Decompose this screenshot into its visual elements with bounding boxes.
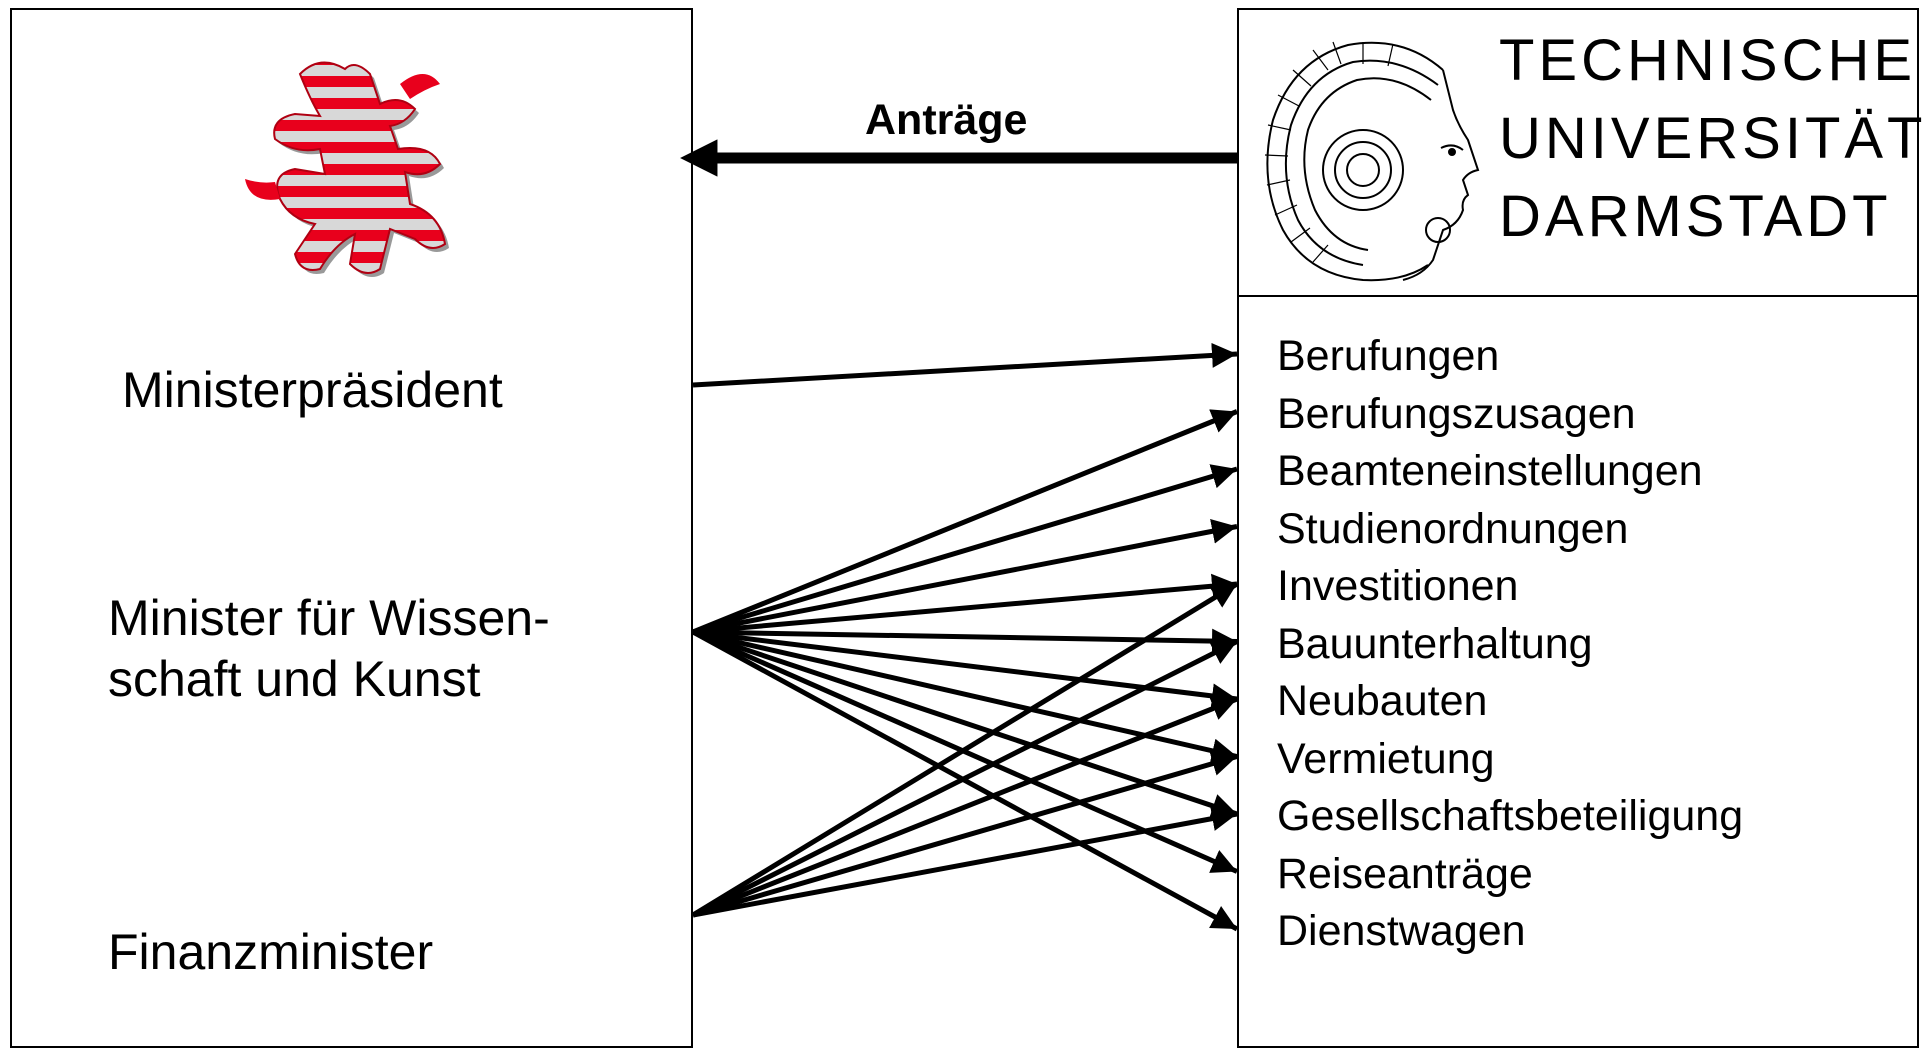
role-ministerpraesident: Ministerpräsident [122, 362, 503, 418]
relation-arrow-finanzminister-6 [692, 696, 1238, 918]
relation-arrow-finanzminister-4 [691, 581, 1239, 918]
role-finanzminister: Finanzminister [108, 924, 434, 980]
state-government-panel: Ministerpräsident Minister für Wissen- s… [10, 8, 693, 1048]
minerva-head-icon [1264, 41, 1480, 282]
task-item: Dienstwagen [1277, 907, 1526, 955]
hessen-lion-icon [245, 61, 449, 277]
task-list: Berufungen Berufungszusagen Beamteneinst… [1277, 328, 1743, 961]
task-item: Investitionen [1277, 562, 1519, 610]
relation-arrow-minister_wissenschaft-2 [692, 464, 1238, 635]
relation-arrow-ministerpraesident-0 [692, 342, 1238, 388]
task-item: Berufungen [1277, 332, 1500, 380]
task-item: Studienordnungen [1277, 504, 1629, 553]
task-item: Gesellschaftsbeteiligung [1277, 792, 1744, 840]
university-name-line-2: UNIVERSITÄT [1499, 106, 1925, 171]
relation-arrow-finanzminister-7 [692, 751, 1238, 918]
relation-arrow-minister_wissenschaft-7 [692, 629, 1238, 764]
university-name-line-3: DARMSTADT [1499, 184, 1892, 249]
relation-arrow-minister_wissenschaft-4 [692, 573, 1238, 635]
role-minister-wissenschaft: Minister für Wissen- schaft und Kunst [108, 590, 550, 707]
task-item: Berufungszusagen [1277, 389, 1636, 438]
relation-arrow-finanzminister-8 [692, 806, 1238, 918]
task-item: Beamteneinstellungen [1277, 447, 1703, 495]
university-name-line-1: TECHNISCHE [1499, 28, 1917, 93]
relation-arrow-minister_wissenschaft-1 [692, 409, 1238, 635]
tu-darmstadt-header: TECHNISCHE UNIVERSITÄT DARMSTADT [1239, 10, 1923, 297]
relation-arrow-finanzminister-5 [691, 639, 1239, 918]
task-item: Reiseanträge [1277, 849, 1533, 898]
antraege-label: Anträge [865, 96, 1028, 144]
task-item: Vermietung [1277, 734, 1495, 783]
relation-arrow-minister_wissenschaft-8 [692, 629, 1238, 818]
task-item: Bauunterhaltung [1277, 619, 1593, 668]
task-item: Neubauten [1277, 677, 1488, 725]
relation-arrow-minister_wissenschaft-3 [692, 518, 1238, 635]
